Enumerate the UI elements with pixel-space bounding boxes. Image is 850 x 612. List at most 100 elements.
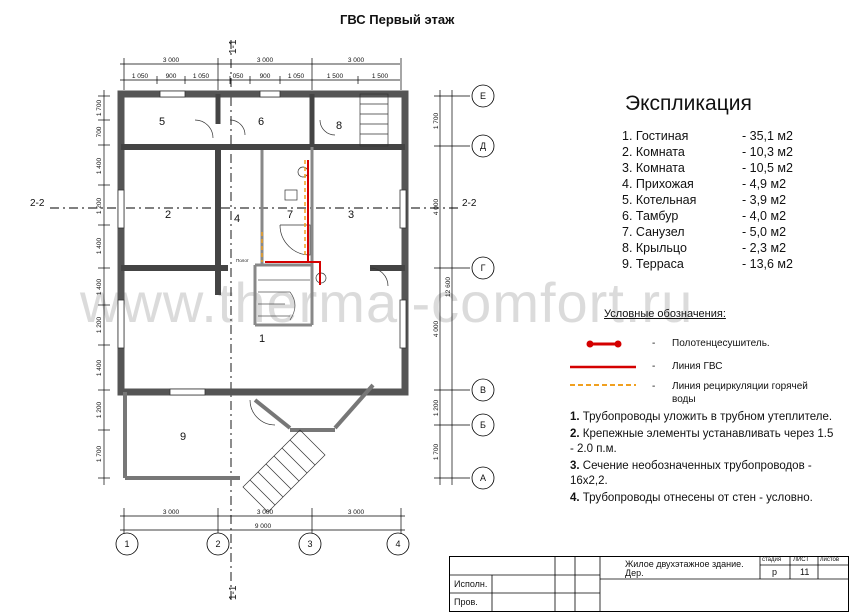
symbol-label-recirculation-2: воды [672, 394, 696, 405]
explication-row: 3. Комната- 10,5 м2 [622, 161, 793, 175]
stage-value: р [772, 567, 778, 577]
room-name: 8. Крыльцо [622, 241, 687, 255]
dim-top-minor-3: 1 050 [193, 73, 210, 80]
note-number: 2. [570, 428, 580, 440]
room-name: 1. Гостиная [622, 129, 689, 143]
axis-label-b: Б [480, 420, 486, 430]
room-number-4: 4 [234, 213, 240, 225]
sheets-label: листов [820, 557, 840, 563]
axis-label-3: 3 [307, 539, 312, 549]
room-name: 4. Прихожая [622, 177, 694, 191]
dim-left-3: 1 400 [96, 157, 103, 174]
room-name: 5. Котельная [622, 193, 697, 207]
section-label-top: 1-1 [228, 39, 239, 54]
explication-title: Экспликация [625, 92, 752, 115]
note-text: Трубопроводы отнесены от стен - условно. [579, 492, 813, 504]
doors [194, 119, 389, 426]
dim-top-major-1: 3 000 [163, 57, 180, 64]
right-dimension-texts: 1 700 4 000 4 000 1 200 1 700 12 600 [433, 112, 452, 460]
axis-circle-b [471, 413, 495, 437]
symbol-label-hot-water: Линия ГВС [672, 361, 723, 372]
towel-dryer-end-left [586, 340, 594, 348]
legend-symbols [570, 340, 636, 386]
axis-label-g: Г [481, 263, 486, 273]
explication-row: 1. Гостиная - 35,1 м2 [622, 129, 793, 143]
symbol-dash: - [652, 381, 656, 392]
symbol-label-towel-dryer: Полотенцесушитель. [672, 338, 770, 349]
dim-left-10: 1 700 [96, 445, 103, 462]
explication-row: 4. Прихожая- 4,9 м2 [622, 177, 786, 191]
room-name: 6. Тамбур [622, 209, 679, 223]
axis-circle-e [471, 84, 495, 108]
room-area: - 10,3 м2 [742, 145, 793, 159]
axis-markers [115, 84, 495, 556]
axis-label-d: Д [480, 141, 486, 151]
room-number-1: 1 [259, 333, 265, 345]
dim-left-2: 700 [96, 126, 103, 137]
dim-top-minor-5: 900 [260, 73, 271, 80]
dim-bottom-2: 3 000 [257, 509, 274, 516]
title-block-lines [450, 557, 848, 611]
room-number-3: 3 [348, 209, 354, 221]
room-number-2: 2 [165, 209, 171, 221]
axis-label-1: 1 [124, 539, 129, 549]
note-item: 1. Трубопроводы уложить в трубном утепли… [570, 410, 840, 425]
room-area: - 2,3 м2 [742, 241, 787, 255]
symbol-dash: - [652, 338, 656, 349]
dim-left-6: 1 400 [96, 278, 103, 295]
note-number: 3. [570, 460, 580, 472]
note-number: 1. [570, 411, 580, 423]
dim-top-minor-1: 1 050 [132, 73, 149, 80]
dim-top-minor-7: 1 500 [327, 73, 344, 80]
sheet-label: ЛИСТ [793, 557, 810, 563]
axis-label-v: В [480, 385, 486, 395]
note-number: 4. [570, 492, 580, 504]
room-name: 3. Комната [622, 161, 685, 175]
explication-row: 6. Тамбур- 4,0 м2 [622, 209, 786, 223]
checker-label: Пров. [454, 597, 478, 607]
room-name: 2. Комната [622, 145, 685, 159]
note-item: 3. Сечение необозначенных трубопроводов … [570, 459, 840, 489]
room-number-9: 9 [180, 431, 186, 443]
dim-top-minor-6: 1 050 [288, 73, 305, 80]
section-lines [50, 40, 460, 600]
towel-dryer-end-right [614, 340, 622, 348]
left-dimension-texts: 1 700 700 1 400 1 200 1 400 1 400 1 200 … [96, 99, 103, 462]
axis-circle-a [471, 466, 495, 490]
axis-label-e: Е [480, 91, 486, 101]
dim-top-minor-8: 1 500 [372, 73, 389, 80]
title-block-grid [450, 557, 848, 611]
page-title: ГВС Первый этаж [340, 12, 455, 27]
porch-stairs [359, 93, 389, 147]
dim-left-7: 1 200 [96, 316, 103, 333]
project-name: Жилое двухэтажное здание. [625, 559, 744, 569]
axis-circle-2 [206, 532, 230, 556]
axis-leaders [123, 533, 402, 536]
symbol-label-recirculation: Линия рециркуляции горячей [672, 381, 808, 392]
note-text: Сечение необозначенных трубопроводов - 1… [570, 460, 812, 487]
dim-right-total: 12 600 [445, 277, 452, 297]
dim-left-4: 1 200 [96, 197, 103, 214]
room-area: - 3,9 м2 [742, 193, 787, 207]
symbols-title: Условные обозначения: [604, 308, 726, 320]
terrace-rails [123, 383, 375, 480]
explication-row: 5. Котельная - 3,9 м2 [622, 193, 786, 207]
stage-label: стадия [762, 557, 782, 563]
watermark: www.thermal-comfort.ru [80, 271, 694, 334]
section-label-bottom: 1-1 [228, 585, 239, 600]
interior-stair [258, 279, 310, 321]
axis-label-2: 2 [215, 539, 220, 549]
title-block: Жилое двухэтажное здание. Дер. стадия ЛИ… [449, 556, 849, 612]
room-number-6: 6 [258, 116, 264, 128]
section-label-left: 2-2 [30, 198, 45, 209]
top-dimension-lines [120, 58, 402, 90]
hot-water-line [265, 160, 321, 285]
room-number-8: 8 [336, 120, 342, 132]
axis-circle-v [471, 378, 495, 402]
axis-circle-d [471, 134, 495, 158]
windows [117, 90, 407, 396]
dim-right-4: 1 200 [433, 399, 440, 416]
room-area: - 35,1 м2 [742, 129, 793, 143]
dim-bottom-total: 9 000 [255, 523, 272, 530]
